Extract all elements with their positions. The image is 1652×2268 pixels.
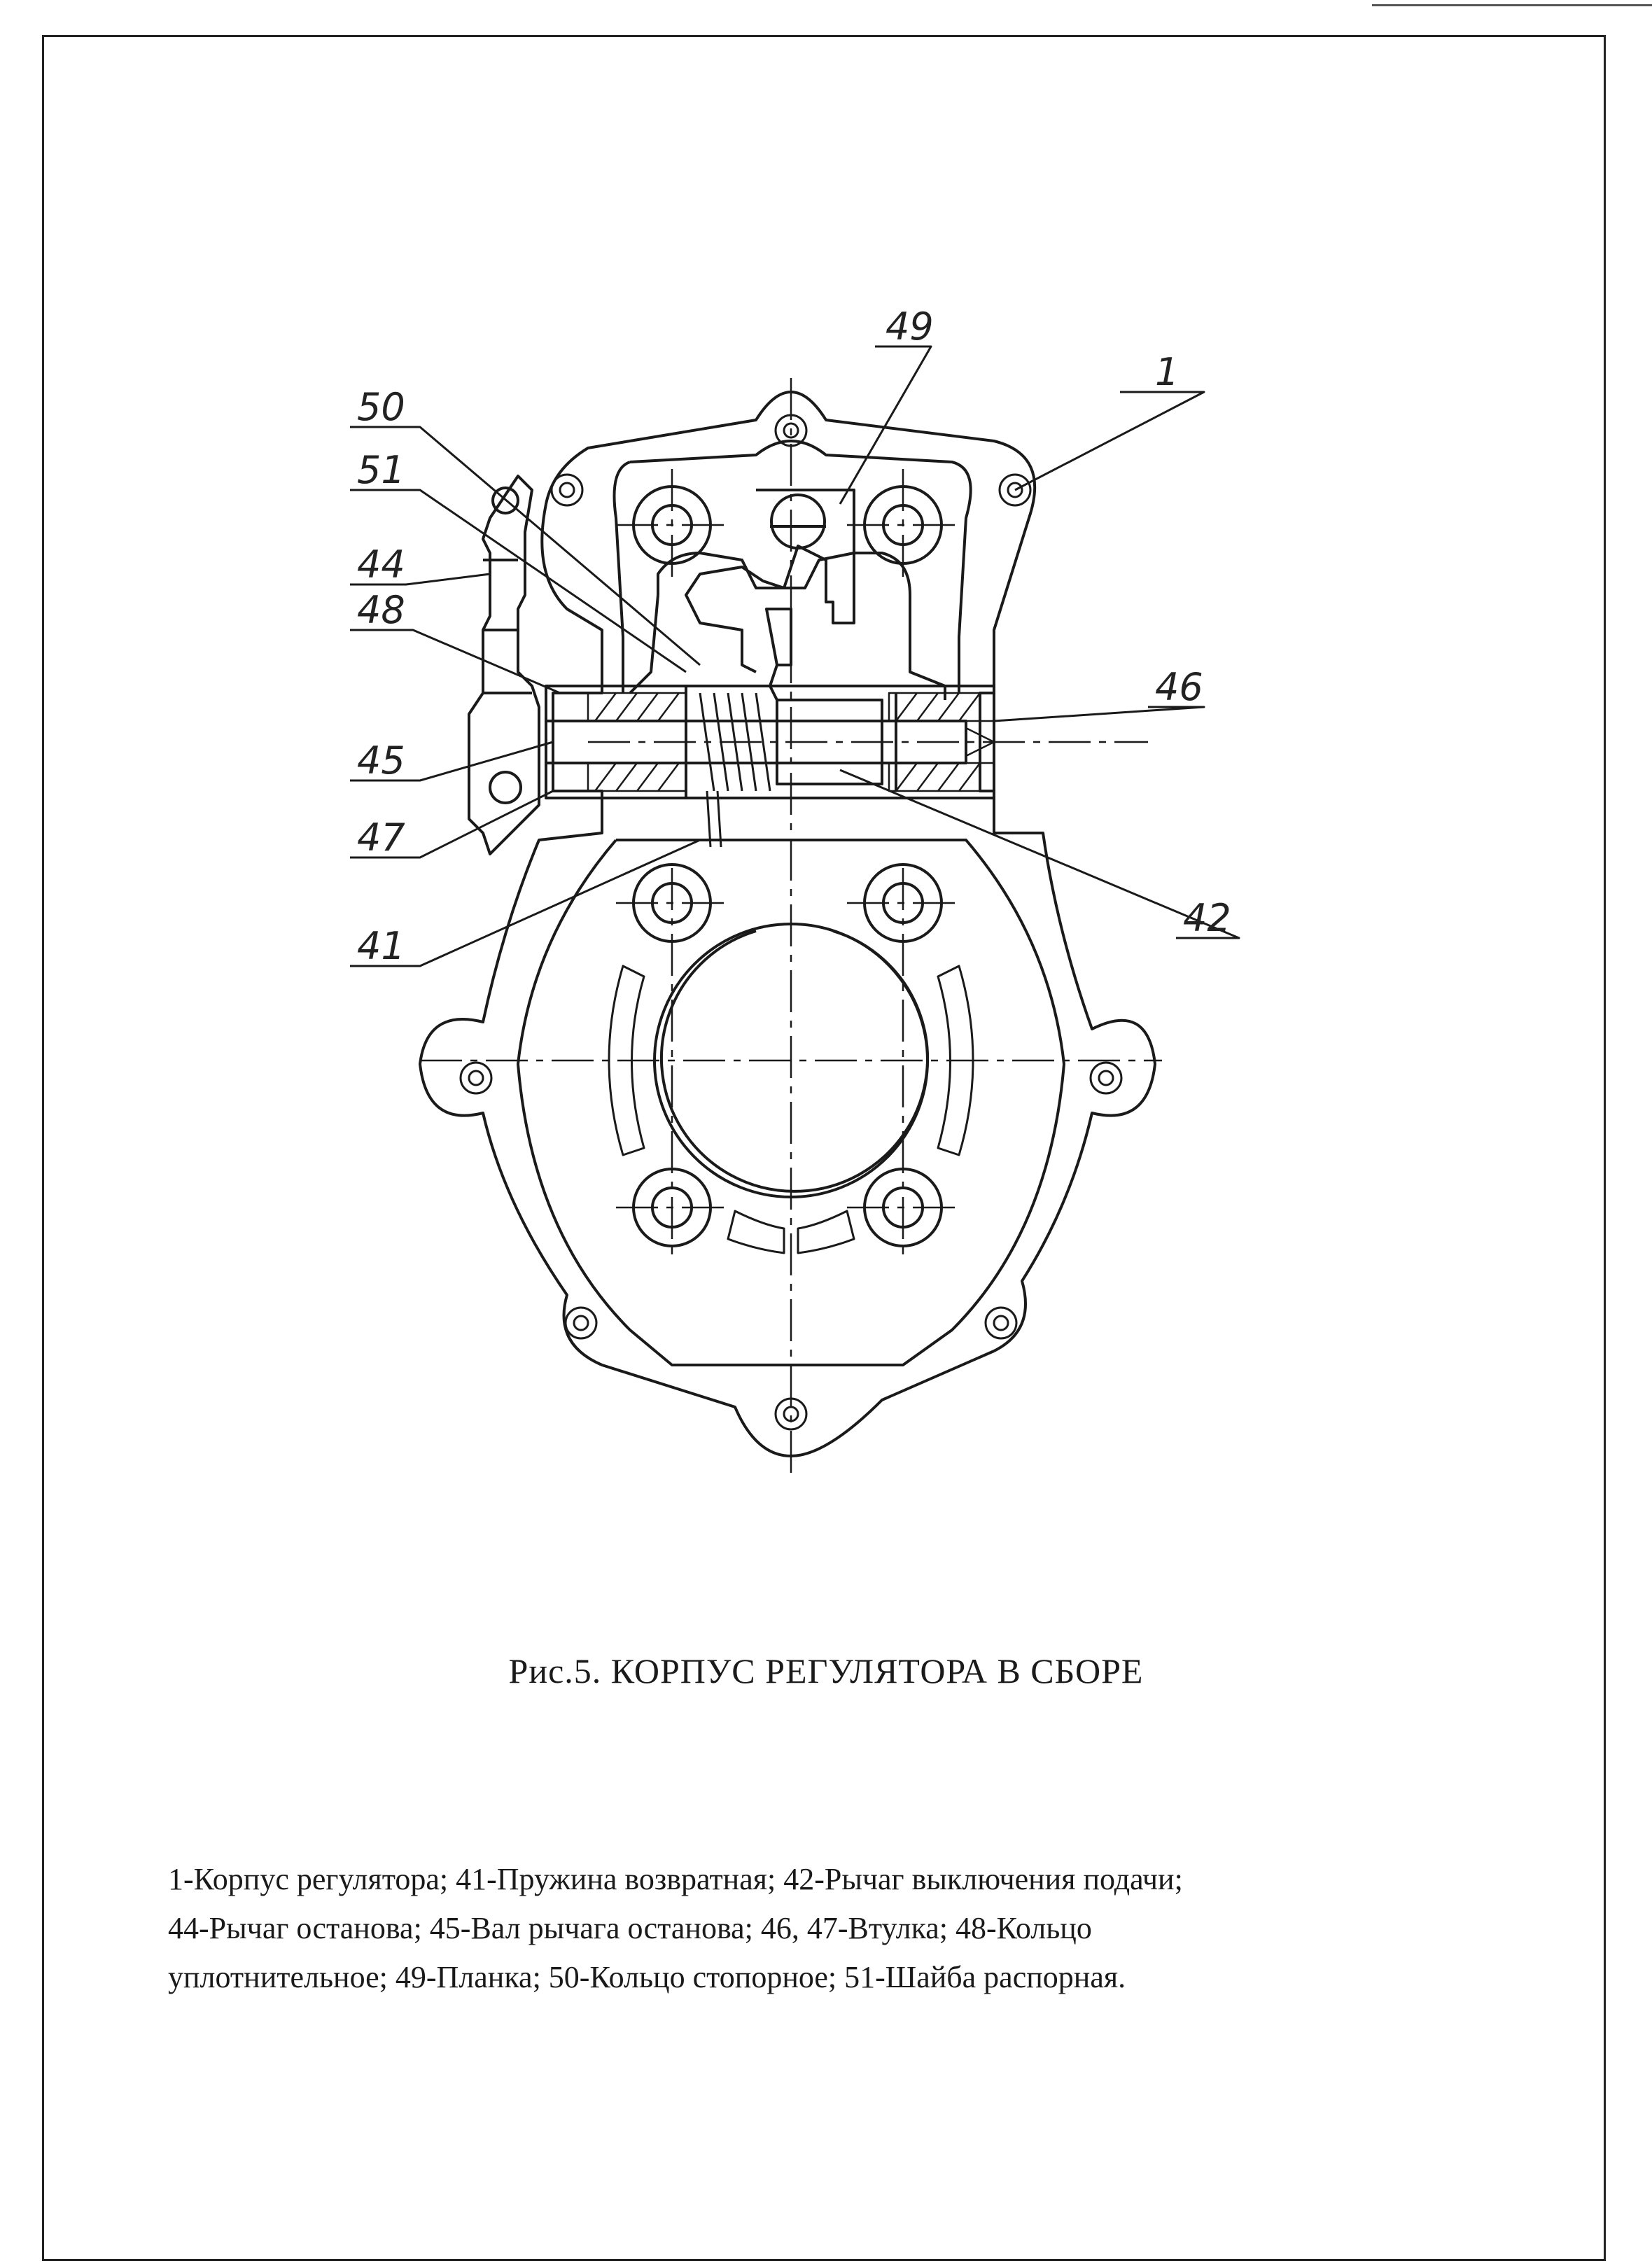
legend-line: уплотнительное; 49-Планка; 50-Кольцо сто… (168, 1960, 1126, 1994)
center-lines (420, 378, 1162, 1477)
stop-lever-44 (468, 475, 540, 855)
assembly-drawing: 49 1 50 51 44 48 46 45 47 42 41 (350, 304, 1240, 1477)
plate-screw (770, 493, 826, 550)
callout-51: 51 (357, 448, 405, 492)
callout-41: 41 (357, 924, 405, 968)
callout-50: 50 (357, 385, 405, 429)
legend-line: 1-Корпус регулятора; 41-Пружина возвратн… (168, 1862, 1183, 1896)
callout-1: 1 (1155, 350, 1179, 394)
stop-lever-hole (489, 771, 522, 804)
stop-lever-pin (491, 486, 519, 514)
bolt-bosses (632, 485, 943, 1247)
callout-42: 42 (1183, 896, 1231, 940)
page-frame (42, 35, 1606, 2261)
housing-outer-contour (419, 391, 1156, 1457)
legend-line: 44-Рычаг останова; 45-Вал рычага останов… (168, 1911, 1092, 1945)
figure-caption: Рис.5. КОРПУС РЕГУЛЯТОРА В СБОРЕ (508, 1651, 1144, 1690)
main-bore-inner (660, 930, 929, 1193)
callout-44: 44 (357, 542, 405, 587)
leader-lines (350, 345, 1240, 967)
callout-45: 45 (357, 738, 405, 783)
stop-lever-notch (483, 559, 532, 694)
parts-legend: 1-Корпус регулятора; 41-Пружина возвратн… (168, 1855, 1498, 2002)
callout-46: 46 (1155, 665, 1203, 709)
callout-48: 48 (357, 588, 405, 632)
bush-hatching (587, 692, 995, 792)
lever-42-body (769, 664, 883, 785)
return-spring-41 (699, 692, 771, 848)
callout-47: 47 (357, 816, 405, 860)
mounting-holes (459, 414, 1123, 1431)
plate-49 (685, 489, 855, 673)
callout-49: 49 (886, 304, 934, 349)
lever-42-head (765, 608, 792, 666)
bore-windows (608, 965, 974, 1254)
housing-inner-contour (517, 440, 1065, 1366)
top-edge-line (1372, 4, 1652, 6)
